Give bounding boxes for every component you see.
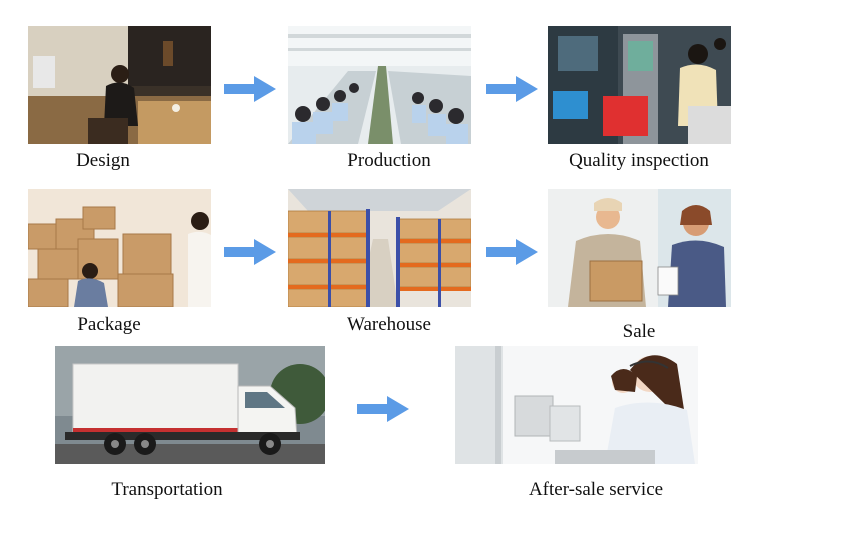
step-label-sale: Sale xyxy=(622,321,656,342)
warehouse-photo xyxy=(288,189,471,307)
step-label-package: Package xyxy=(77,314,141,335)
step-label-after-sale-service: After-sale service xyxy=(528,479,664,500)
arrow-transportation-to-aftersale xyxy=(357,396,409,422)
arrow-design-to-production xyxy=(224,76,276,102)
arrow-production-to-quality xyxy=(486,76,538,102)
step-label-quality-inspection: Quality inspection xyxy=(569,150,709,171)
step-label-production: Production xyxy=(347,150,431,171)
quality-inspection-photo xyxy=(548,26,731,144)
sale-photo xyxy=(548,189,731,307)
arrow-warehouse-to-sale xyxy=(486,239,538,265)
step-label-warehouse: Warehouse xyxy=(347,314,431,335)
step-label-transportation: Transportation xyxy=(111,479,223,500)
arrow-package-to-warehouse xyxy=(224,239,276,265)
production-photo xyxy=(288,26,471,144)
step-label-design: Design xyxy=(76,150,130,171)
after-sale-service-photo xyxy=(455,346,698,464)
design-photo xyxy=(28,26,211,144)
transportation-photo xyxy=(55,346,325,464)
package-photo xyxy=(28,189,211,307)
